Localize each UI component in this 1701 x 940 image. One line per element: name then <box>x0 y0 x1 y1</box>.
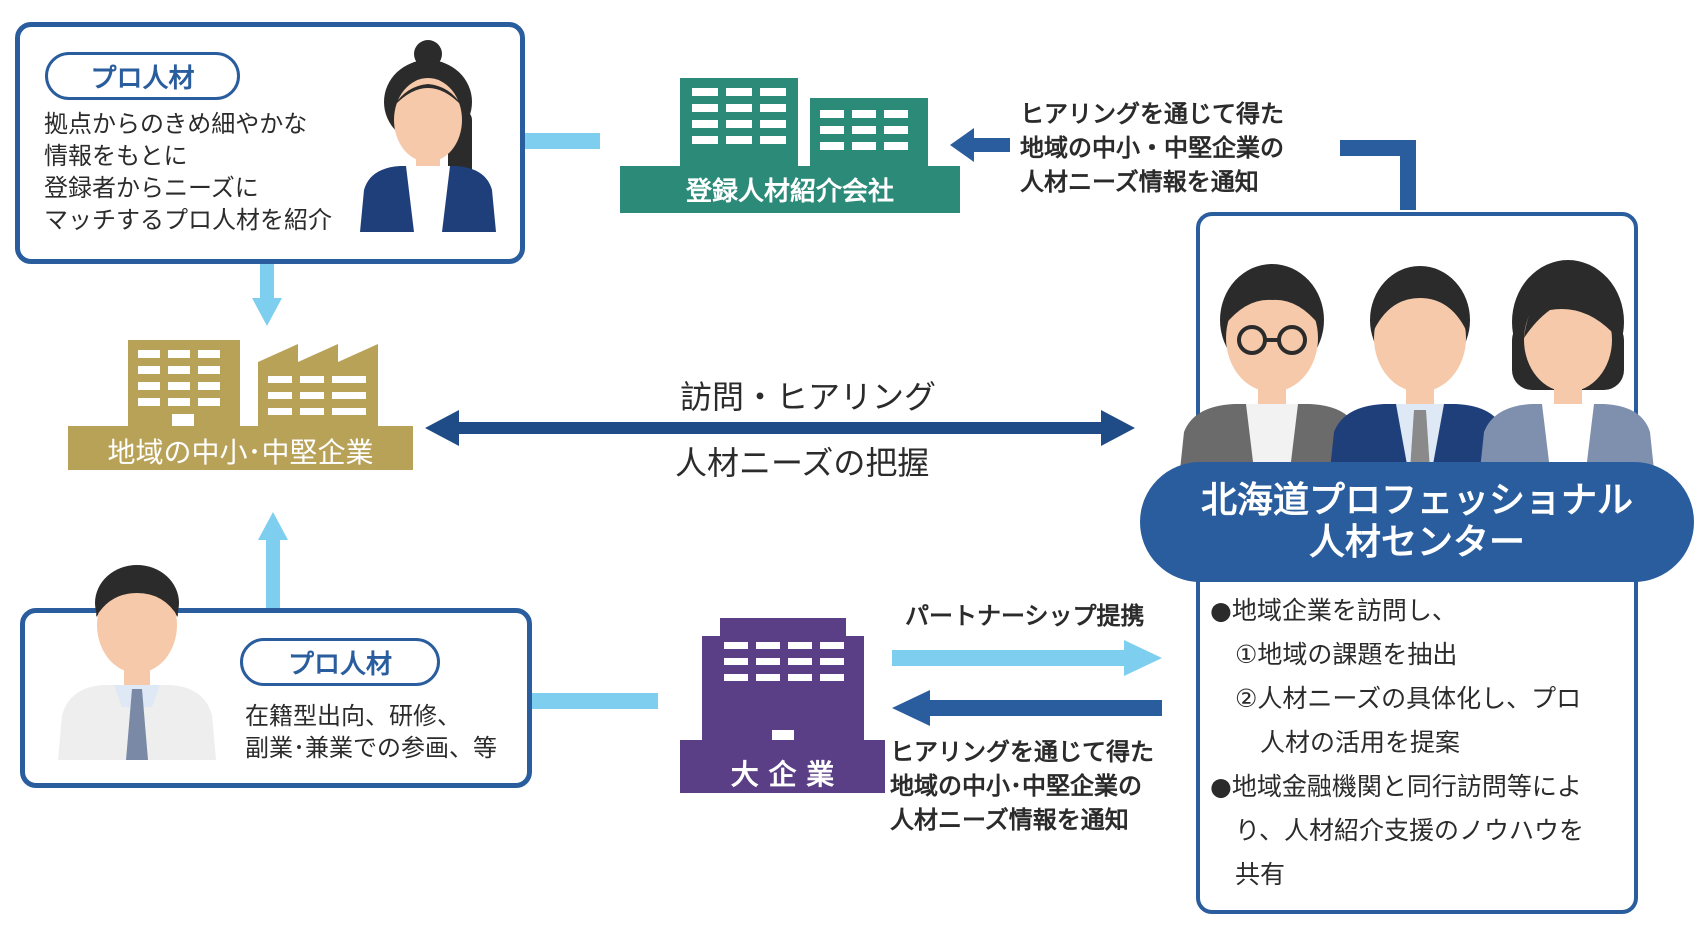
arrow-left-to-staffing-company <box>950 128 1010 162</box>
bottom-notice-line-3: 人材ニーズ情報を通知 <box>890 806 1129 834</box>
center-bullet-5: ●地域金融機関と同行訪問等によ <box>1210 772 1582 801</box>
top-notice-line-3: 人材ニーズ情報を通知 <box>1020 168 1259 196</box>
bottom-pro-talent-pill: プロ人材 <box>240 638 440 686</box>
large-company-building-icon <box>680 618 885 793</box>
arrow-left-notice <box>892 690 1162 726</box>
sme-factory-icon <box>68 340 413 470</box>
top-card-line-1: 拠点からのきめ細やかな <box>44 110 308 138</box>
man-avatar-icon <box>58 565 216 760</box>
top-notice-line-1: ヒアリングを通じて得た <box>1020 100 1284 128</box>
center-bullet-2: ①地域の課題を抽出 <box>1210 640 1458 669</box>
connector-bottom-card-to-company <box>530 693 658 709</box>
woman-avatar-icon <box>360 40 496 232</box>
arrow-up-to-sme <box>258 512 288 608</box>
top-card-line-3: 登録者からニーズに <box>44 174 259 202</box>
sme-label: 地域の中小･中堅企業 <box>107 436 374 469</box>
staff-group-icon <box>1180 260 1654 470</box>
bottom-card-line-2: 副業･兼業での参画、等 <box>245 734 497 762</box>
center-bullet-6: り、人材紹介支援のノウハウを <box>1210 816 1585 845</box>
top-notice-line-2: 地域の中小・中堅企業の <box>1020 134 1284 162</box>
large-company-label: 大 企 業 <box>730 758 835 791</box>
visit-hearing-label: 訪問・ヒアリング <box>680 378 937 416</box>
center-title-line-2: 人材センター <box>1308 522 1525 563</box>
top-card-line-2: 情報をもとに <box>44 142 188 170</box>
bottom-card-line-1: 在籍型出向、研修、 <box>245 702 461 730</box>
bottom-notice-line-1: ヒアリングを通じて得た <box>890 738 1154 766</box>
staffing-company-building-icon <box>620 78 960 213</box>
partnership-label: パートナーシップ提携 <box>905 602 1145 630</box>
center-bullet-4: 人材の活用を提案 <box>1210 728 1461 757</box>
center-bullet-1: ●地域企業を訪問し、 <box>1210 596 1457 625</box>
center-double-arrow <box>425 410 1135 446</box>
connector-top-card-to-company <box>525 133 600 149</box>
top-pro-talent-pill: プロ人材 <box>45 52 240 100</box>
center-bullet-3: ②人材ニーズの具体化し、プロ <box>1210 684 1582 713</box>
top-card-line-4: マッチするプロ人材を紹介 <box>44 206 332 234</box>
connector-center-to-notice <box>1340 140 1416 210</box>
center-title-line-1: 北海道プロフェッショナル <box>1200 480 1633 521</box>
arrow-down-to-sme <box>252 262 282 326</box>
staffing-company-label: 登録人材紹介会社 <box>685 177 894 207</box>
bottom-notice-line-2: 地域の中小･中堅企業の <box>890 772 1142 800</box>
needs-grasp-label: 人材ニーズの把握 <box>675 444 930 482</box>
center-title-banner <box>1140 462 1694 582</box>
arrow-right-partnership <box>892 640 1162 676</box>
center-bullet-7: 共有 <box>1210 860 1286 889</box>
